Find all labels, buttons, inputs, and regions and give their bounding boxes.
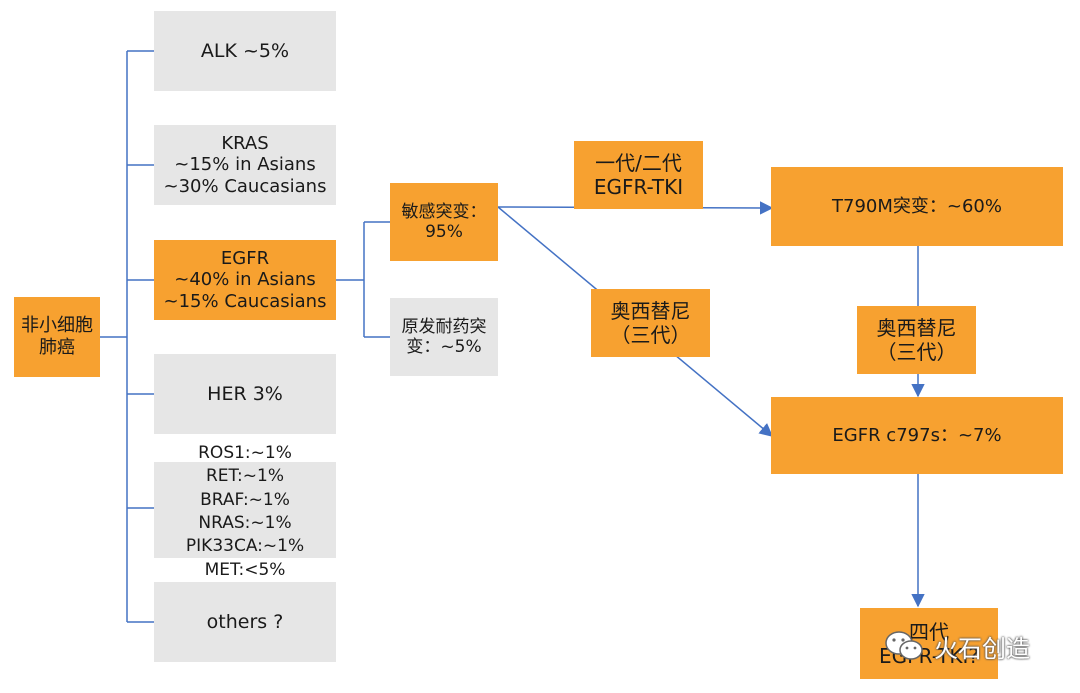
alk-line-1: ALK ~5%	[200, 39, 290, 62]
wechat-icon	[885, 631, 923, 660]
egfr-primary-resistance: 原发耐药突 变：~5%	[390, 298, 498, 376]
outcome-t790m: T790M突变：~60%	[771, 167, 1063, 246]
treatment-gen12-tki: 一代/二代 EGFR-TKI	[574, 141, 703, 209]
t790m-line-1: T790M突变：~60%	[832, 195, 1002, 217]
egfr-line-1: EGFR	[220, 247, 270, 269]
root-nsclc: 非小细胞 肺癌	[14, 297, 100, 377]
c797s-line-1: EGFR c797s：~7%	[832, 424, 1002, 446]
outcome-gen4-tki: 四代 EGFR-TKI?	[860, 608, 998, 679]
kras-line-1: KRAS	[221, 132, 269, 154]
others-list-nras: NRAS:~1%	[198, 513, 292, 533]
gen4-line-1: 四代	[909, 619, 949, 644]
others-line-1: others ?	[206, 610, 284, 633]
treatment-osimertinib-b: 奥西替尼 （三代）	[857, 306, 976, 374]
egfr-line-3: ~15% Caucasians	[163, 290, 327, 312]
sensitive-line-1: 敏感突变：	[401, 201, 487, 222]
gen12-line-1: 一代/二代	[595, 151, 682, 175]
others-list-pik33ca: PIK33CA:~1%	[185, 536, 305, 557]
egfr-line-2: ~40% in Asians	[174, 269, 316, 291]
osimertinib-b-line-2: （三代）	[876, 340, 957, 364]
driver-egfr: EGFR ~40% in Asians ~15% Caucasians	[154, 240, 336, 320]
watermark: 火石创造	[884, 628, 1064, 664]
driver-others: others ?	[154, 582, 336, 662]
her-line-1: HER 3%	[207, 382, 283, 405]
sensitive-line-2: 95%	[425, 222, 463, 242]
driver-kras: KRAS ~15% in Asians ~30% Caucasians	[154, 125, 336, 205]
kras-line-3: ~30% Caucasians	[163, 175, 327, 197]
resistance-line-2: 变：~5%	[406, 337, 482, 357]
driver-others-list: ROS1:~1% RET:~1% BRAF:~1% NRAS:~1% PIK33…	[154, 441, 336, 583]
osimertinib-b-line-1: 奥西替尼	[876, 316, 957, 340]
others-list-ret: RET:~1%	[205, 466, 284, 487]
driver-her: HER 3%	[154, 354, 336, 434]
kras-line-2: ~15% in Asians	[174, 154, 316, 176]
treatment-osimertinib-a: 奥西替尼 （三代）	[591, 289, 710, 357]
others-list-met: MET:<5%	[204, 559, 286, 580]
others-list-ros1: ROS1:~1%	[198, 442, 292, 463]
watermark-text: 火石创造	[934, 634, 1030, 663]
others-list-braf: BRAF:~1%	[200, 489, 290, 510]
driver-alk: ALK ~5%	[154, 11, 336, 91]
driver-others-list-bg	[154, 462, 336, 558]
outcome-c797s: EGFR c797s：~7%	[771, 397, 1063, 474]
osimertinib-a-line-2: （三代）	[610, 323, 691, 347]
root-line-1: 非小细胞	[21, 315, 93, 337]
osimertinib-a-line-1: 奥西替尼	[610, 299, 691, 323]
resistance-line-1: 原发耐药突	[401, 316, 487, 337]
root-line-2: 肺癌	[39, 337, 75, 358]
gen12-line-2: EGFR-TKI	[593, 175, 684, 199]
egfr-sensitive-mutation: 敏感突变： 95%	[390, 183, 498, 261]
